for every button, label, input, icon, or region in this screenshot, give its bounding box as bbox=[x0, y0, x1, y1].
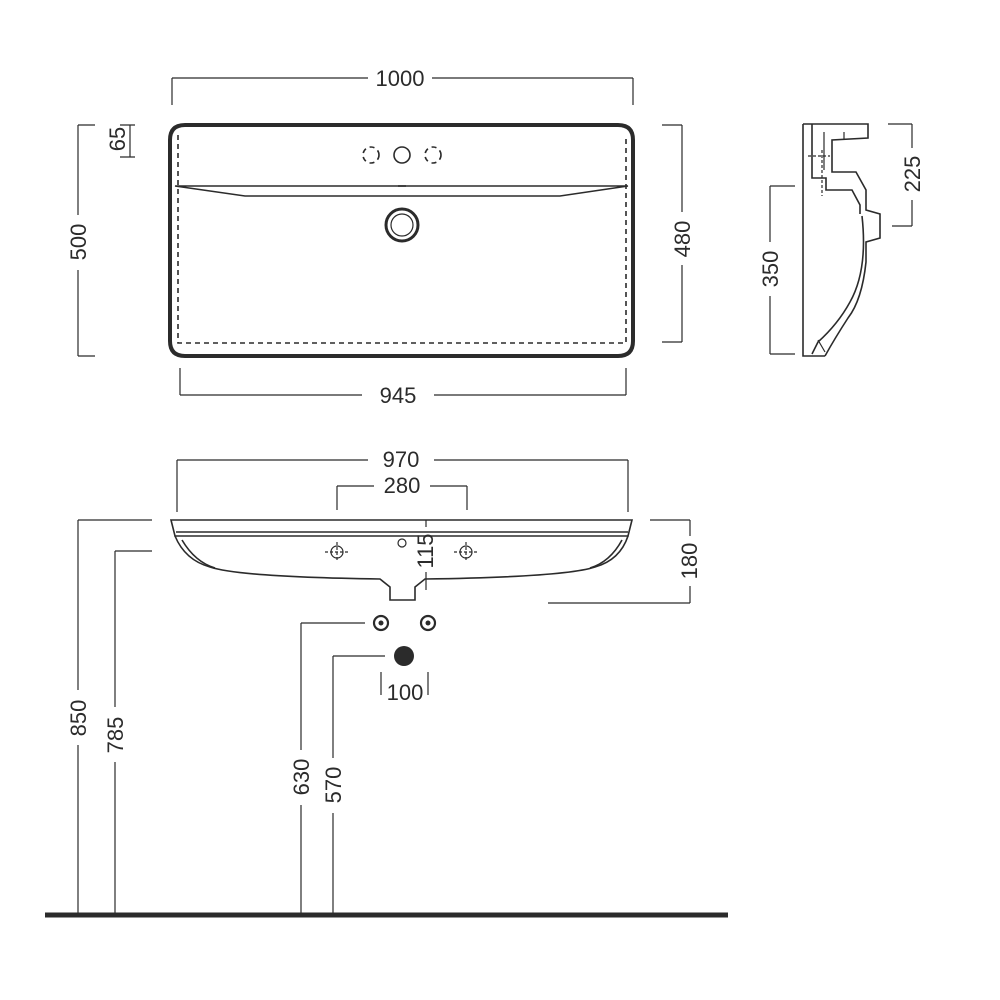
wall-line bbox=[802, 124, 825, 357]
dim-inner-depth: 480 bbox=[662, 124, 695, 343]
dim-waste-height: 570 bbox=[321, 655, 385, 915]
dim-supply-height: 630 bbox=[289, 622, 365, 915]
dim-top-width: 1000 bbox=[171, 66, 634, 105]
side-profile-inner bbox=[811, 124, 865, 355]
dim-waste-diameter: 100 bbox=[380, 672, 429, 705]
dim-side-depth-label: 350 bbox=[758, 251, 783, 288]
overflow-hole-front bbox=[397, 538, 407, 548]
dim-tap-spacing: 280 bbox=[336, 473, 468, 510]
dim-supply-height-label: 630 bbox=[289, 759, 314, 796]
tap-hole-right bbox=[424, 146, 442, 164]
dim-bottom-width: 945 bbox=[179, 368, 627, 408]
dim-basin-height: 180 bbox=[548, 519, 702, 604]
dim-tap-deck-label: 65 bbox=[105, 127, 130, 151]
drain-outer bbox=[384, 207, 420, 243]
dim-overall-depth-label: 500 bbox=[66, 224, 91, 261]
basin-rim-front bbox=[169, 519, 634, 537]
waste-outlet bbox=[394, 646, 414, 666]
dim-inner-depth-label: 480 bbox=[670, 221, 695, 258]
tap-hole-left bbox=[362, 146, 380, 164]
dim-drain-offset-label: 115 bbox=[413, 533, 438, 568]
supply-pipe-left bbox=[372, 614, 390, 632]
dim-waste-diameter-label: 100 bbox=[387, 680, 424, 705]
dim-side-height-label: 225 bbox=[900, 156, 925, 193]
dim-mount-height-label: 850 bbox=[66, 700, 91, 737]
side-inner-detail bbox=[817, 132, 845, 353]
dim-rim-height: 785 bbox=[103, 550, 152, 915]
basin-outline-top bbox=[168, 123, 635, 358]
dim-tap-deck: 65 bbox=[105, 124, 135, 158]
dim-side-depth: 350 bbox=[758, 185, 795, 355]
dim-basin-height-label: 180 bbox=[677, 543, 702, 580]
dim-front-width: 970 bbox=[176, 447, 629, 512]
inner-bowl-dashed bbox=[177, 135, 627, 344]
tap-deck-edge bbox=[174, 185, 629, 197]
dim-drain-offset: 115 bbox=[413, 520, 438, 590]
side-profile-outer bbox=[803, 123, 881, 357]
side-view: 225 350 bbox=[758, 123, 925, 357]
dim-side-height: 225 bbox=[888, 123, 925, 227]
dim-rim-height-label: 785 bbox=[103, 717, 128, 754]
side-centerline bbox=[808, 150, 830, 196]
top-view: 1000 500 65 480 945 bbox=[66, 66, 695, 408]
supply-pipe-right bbox=[419, 614, 437, 632]
tap-mark-left bbox=[325, 542, 349, 562]
basin-body-inner-right bbox=[589, 539, 623, 569]
dim-waste-height-label: 570 bbox=[321, 767, 346, 804]
tap-hole-center bbox=[393, 146, 411, 164]
front-view: 970 280 115 180 100 bbox=[45, 447, 728, 918]
tap-mark-right bbox=[454, 542, 478, 562]
dim-tap-spacing-label: 280 bbox=[384, 473, 421, 498]
dim-top-width-label: 1000 bbox=[376, 66, 425, 91]
basin-body-inner bbox=[181, 539, 216, 569]
dim-mount-height: 850 bbox=[66, 519, 152, 915]
dim-bottom-width-label: 945 bbox=[380, 383, 417, 408]
dim-front-width-label: 970 bbox=[383, 447, 420, 472]
dim-overall-depth: 500 bbox=[66, 124, 95, 357]
drain-inner bbox=[390, 213, 414, 237]
basin-body-front bbox=[174, 535, 629, 601]
